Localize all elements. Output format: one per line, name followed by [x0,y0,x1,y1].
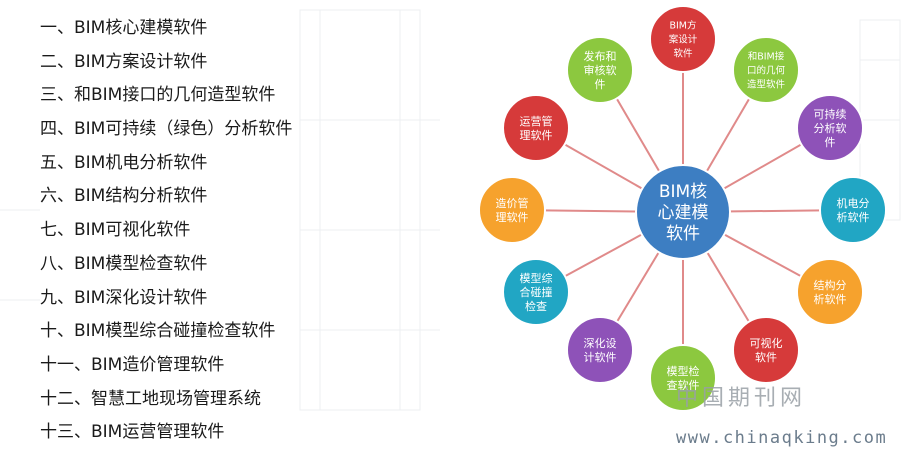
node-circle [502,94,570,162]
list-item: 六、BIM结构分析软件 [40,186,208,207]
node-label: 件 [825,136,836,149]
node-label: 理软件 [520,128,553,142]
node-label: 造价管 [496,196,529,210]
center-circle [635,164,731,260]
node-label: 软件 [673,47,693,59]
diagram-node: 结构分析软件 [796,258,864,326]
diagram-node: 机电分析软件 [819,176,887,244]
list-item: 十三、BIM运营管理软件 [40,422,225,443]
node-label: 模型综 [520,271,553,285]
diagram-node: BIM方案设计软件 [649,5,717,73]
node-label: 结构分 [814,278,847,292]
node-circle [819,176,887,244]
list-item: 九、BIM深化设计软件 [40,287,208,308]
list-item: 十一、BIM造价管理软件 [40,354,225,375]
list-item: 五、BIM机电分析软件 [40,152,208,173]
node-circle [732,36,800,104]
node-label: 可视化 [750,336,783,350]
watermark-cn: 中国期刊网 [676,386,807,411]
node-label: 口的几何 [747,64,786,76]
list-item: 十二、智慧工地现场管理系统 [40,388,261,409]
node-circle [566,316,634,384]
node-circle [732,316,800,384]
node-label: 合碰撞 [520,285,553,299]
list-item: 十、BIM模型综合碰撞检查软件 [40,321,276,342]
node-label: 审核软 [584,63,617,77]
node-circle [649,344,717,412]
node-label: 深化设 [584,336,617,350]
node-circle [796,94,864,162]
diagram-node: 运营管理软件 [502,94,570,162]
diagram-node: 可视化软件 [732,316,800,384]
node-circle [502,258,570,326]
software-list: 一、BIM核心建模软件二、BIM方案设计软件三、和BIM接口的几何造型软件四、B… [40,12,292,450]
diagram-node: 造价管理软件 [478,176,546,244]
node-label: 件 [595,78,606,91]
node-label: 析软件 [814,292,847,306]
node-circle [649,5,717,73]
center-node: BIM核心建模软件 [635,164,731,260]
center-label: 心建模 [658,203,709,223]
node-circle [796,258,864,326]
node-label: 和BIM接 [748,50,785,62]
diagram-node: 深化设计软件 [566,316,634,384]
center-label: BIM核 [659,182,707,202]
list-item: 七、BIM可视化软件 [40,220,191,241]
list-item: 二、BIM方案设计软件 [40,51,208,72]
node-label: 析软件 [837,210,870,224]
node-label: 计软件 [584,350,617,364]
list-item: 一、BIM核心建模软件 [40,18,208,38]
diagram-node: 模型检查软件 [649,344,717,412]
node-label: 理软件 [496,210,529,224]
node-circle [566,36,634,104]
watermark-url: www.chinaqking.com [676,428,888,448]
center-label: 软件 [666,224,700,244]
node-label: 发布和 [584,49,617,63]
node-label: 可持续 [814,107,847,121]
diagram-node: 和BIM接口的几何造型软件 [732,36,800,104]
node-label: 造型软件 [747,78,786,90]
list-item: 八、BIM模型检查软件 [40,253,208,274]
node-label: 软件 [755,350,777,364]
node-label: 检查 [525,299,547,313]
node-label: 模型检 [667,364,700,378]
diagram-node: 模型综合碰撞检查 [502,258,570,326]
node-label: 运营管 [520,114,553,128]
node-label: BIM方 [669,19,696,31]
list-item: 四、BIM可持续（绿色）分析软件 [40,119,293,140]
node-label: 分析软 [814,121,847,135]
node-label: 机电分 [837,196,870,210]
list-item: 三、和BIM接口的几何造型软件 [40,85,276,106]
node-label: 查软件 [667,378,700,392]
node-label: 案设计 [669,33,698,45]
node-circle [478,176,546,244]
